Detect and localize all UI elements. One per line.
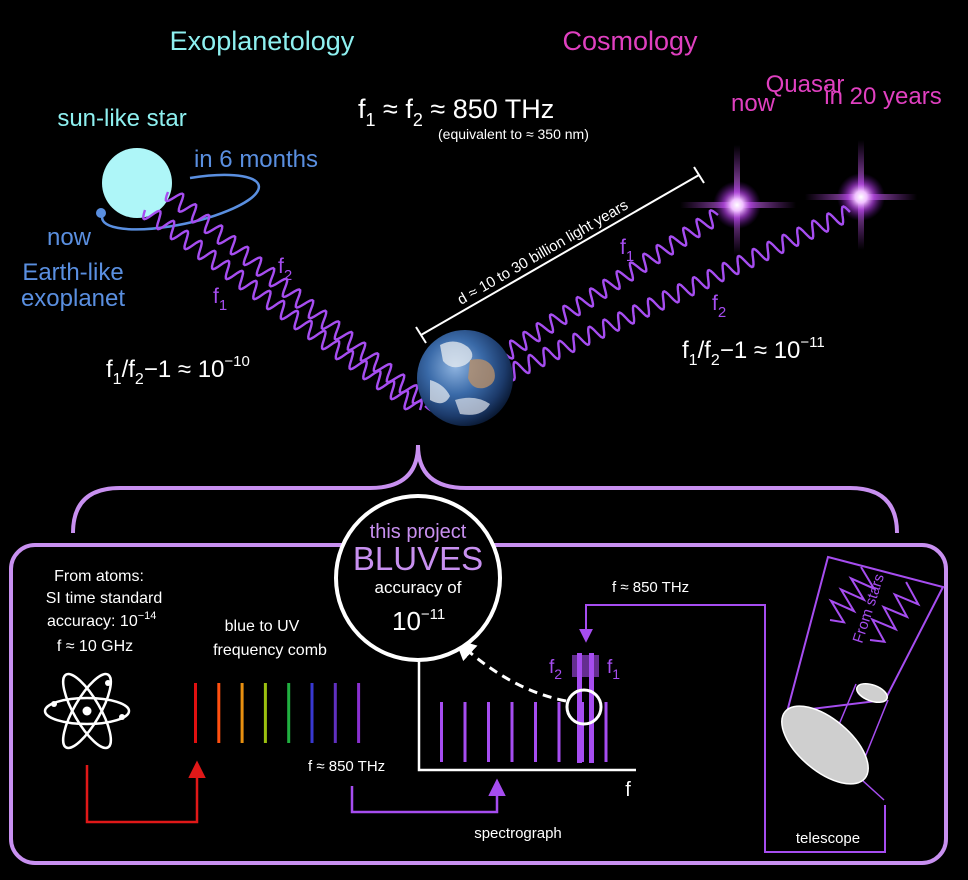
atom-electron-2	[105, 680, 111, 686]
project-name: BLUVES	[353, 540, 483, 577]
star-line-glow	[572, 655, 599, 677]
project-accuracy: 10−11	[392, 606, 445, 636]
atoms-line1: From atoms:	[54, 568, 144, 585]
telescope-label: telescope	[796, 830, 860, 847]
exoplanetology-title: Exoplanetology	[170, 26, 355, 56]
project-line3: accuracy of	[375, 578, 462, 597]
spectrograph-comb-line	[440, 702, 443, 762]
in-20-years-label: in 20 years	[824, 83, 941, 110]
cosmology-title: Cosmology	[562, 26, 698, 56]
dashed-arrow	[454, 639, 567, 703]
atoms-to-comb-arrow	[85, 760, 206, 824]
quasar-f2-label: f2	[712, 292, 726, 321]
incoming-starlight-upper	[828, 566, 877, 624]
in-6-months-label: in 6 months	[194, 146, 318, 173]
atom-orbit-3	[61, 672, 113, 750]
atoms-line2: SI time standard	[46, 590, 163, 607]
quasar-label: Quasar	[766, 71, 845, 98]
star-line-f1	[589, 653, 594, 763]
curly-brace	[71, 444, 899, 534]
star-label: sun-like star	[57, 105, 186, 132]
spectrograph-comb-line	[604, 702, 608, 762]
telescope: From stars	[781, 555, 945, 801]
orbit-path	[100, 173, 261, 231]
spectrograph-comb-line	[510, 702, 514, 762]
exo-f1-label: f1	[213, 285, 227, 314]
earth-cloud-1	[440, 341, 473, 368]
now-label-exo: now	[47, 224, 92, 251]
comb-line	[217, 683, 221, 743]
primary-mirror	[781, 705, 869, 785]
wave-f2-exoplanet	[164, 191, 432, 406]
atoms-line4: f ≈ 10 GHz	[57, 638, 133, 655]
spectrograph-comb-line	[463, 702, 467, 762]
exoplanet-orbit	[96, 173, 261, 231]
exoplanet-dot	[96, 208, 106, 218]
secondary-mirror	[855, 682, 889, 704]
quasar-now	[680, 145, 796, 255]
star-lines-pair	[572, 653, 599, 763]
spectro-f1-label: f1	[607, 657, 620, 682]
project-circle	[334, 494, 502, 662]
earth	[417, 330, 513, 426]
planet-label-line2: exoplanet	[21, 285, 125, 312]
wavelength-note: (equivalent to ≈ 350 nm)	[438, 126, 589, 142]
comb-line	[310, 683, 314, 743]
from-stars-label: From stars	[850, 572, 888, 645]
spectrograph-comb-line	[557, 702, 561, 762]
sun-like-star	[102, 148, 172, 218]
spectrograph-lines	[440, 702, 608, 762]
comb-freq-label: f ≈ 850 THz	[308, 758, 385, 775]
frequency-equation: f1 ≈ f2 ≈ 850 THz	[358, 94, 554, 130]
quasar-f1-label: f1	[620, 236, 634, 265]
distance-bar	[415, 166, 705, 344]
spectro-freq-label: f ≈ 850 THz	[612, 579, 689, 596]
earth-cloud-2	[430, 380, 450, 404]
spectro-f2-label: f2	[549, 657, 562, 682]
project-line1: this project	[370, 521, 467, 543]
axis-f-label: f	[625, 779, 631, 801]
spectrograph-comb-line	[581, 702, 584, 762]
quasar-later-glow	[837, 173, 885, 221]
spectrograph-comb-line	[487, 702, 490, 762]
now-label-quasar: now	[731, 90, 776, 117]
telescope-to-spectrograph-path	[579, 604, 886, 853]
incoming-starlight-lower	[869, 581, 921, 644]
atom-orbit-2	[61, 672, 113, 750]
spectrograph-axes	[417, 652, 636, 772]
earth-cloud-3	[455, 397, 490, 415]
planet-label-line1: Earth-like	[22, 259, 123, 286]
comb-line	[263, 683, 267, 743]
comb-line	[333, 683, 337, 743]
distance-tick-start	[415, 326, 427, 344]
comb-line	[240, 683, 244, 743]
comb-to-spectrograph-arrow	[350, 778, 506, 814]
spectrograph-label: spectrograph	[474, 825, 562, 842]
quasar-ratio: f1/f2−1 ≈ 10−11	[682, 334, 825, 369]
atom-electron-1	[51, 701, 57, 707]
atom-nucleus	[82, 706, 92, 716]
comb-line2: frequency comb	[213, 642, 327, 659]
distance-tick-end	[693, 166, 705, 184]
quasar-now-glow	[713, 181, 761, 229]
atoms-line3: accuracy: 10−14	[47, 610, 156, 630]
atom-orbit-1	[43, 696, 131, 726]
comb-line1: blue to UV	[225, 618, 300, 635]
atom-electron-3	[119, 714, 125, 720]
earth-land	[468, 359, 495, 389]
zoom-circle	[565, 688, 603, 726]
star-line-f2	[577, 653, 582, 763]
comb-line	[194, 683, 197, 743]
exo-ratio: f1/f2−1 ≈ 10−10	[106, 353, 250, 388]
frequency-comb-lines	[194, 683, 361, 743]
atom-icon	[43, 672, 131, 750]
spectrograph-comb-line	[534, 702, 537, 762]
comb-line	[357, 683, 361, 743]
exo-f2-label: f2	[278, 255, 292, 284]
distance-line	[420, 174, 700, 336]
comb-line	[287, 683, 291, 743]
quasar-later	[805, 140, 917, 250]
